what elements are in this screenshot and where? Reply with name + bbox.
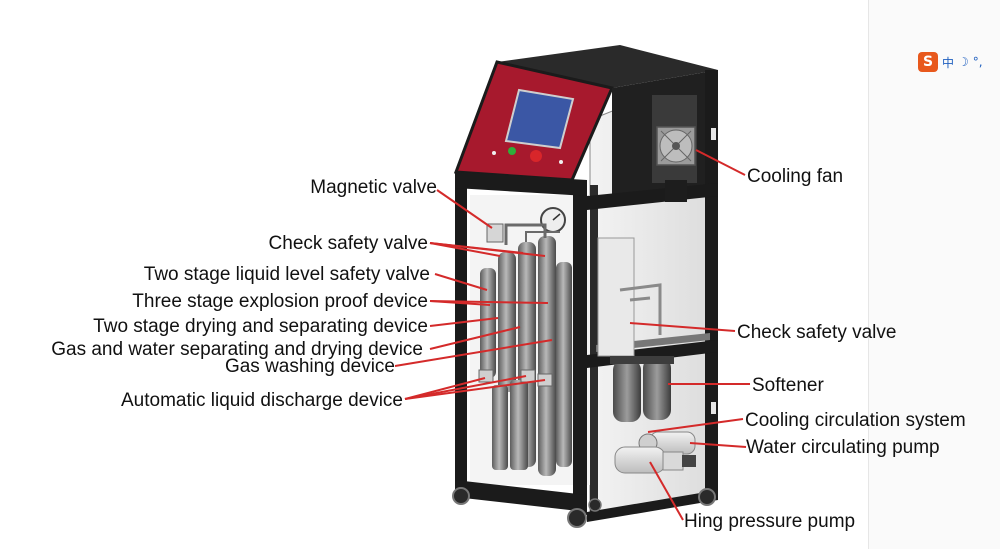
bottom-crossbar xyxy=(455,480,587,512)
label-two-stage-liquid-level-safety-valve: Two stage liquid level safety valve xyxy=(144,264,430,285)
caster-wheels xyxy=(452,487,716,528)
label-automatic-liquid-discharge-device: Automatic liquid discharge device xyxy=(121,390,403,411)
rear-left-post xyxy=(590,185,598,515)
check-valve-pipes xyxy=(619,283,662,335)
label-cooling-fan: Cooling fan xyxy=(747,166,843,187)
label-gas-and-water-separating-and-drying-device: Gas and water separating and drying devi… xyxy=(51,339,423,360)
label-three-stage-explosion-proof-device: Three stage explosion proof device xyxy=(132,291,428,312)
control-screen xyxy=(504,88,575,150)
front-left-post xyxy=(455,172,467,492)
label-gas-washing-device: Gas washing device xyxy=(225,356,395,377)
right-margin-strip xyxy=(868,0,1000,549)
ime-chinese-mode[interactable]: 中 xyxy=(942,55,955,70)
label-check-safety-valve-right: Check safety valve xyxy=(737,322,896,343)
side-crossbar-bottom xyxy=(587,490,718,522)
machine-body xyxy=(452,45,718,528)
side-vent-top xyxy=(711,128,716,140)
front-mid-post xyxy=(573,180,587,515)
ime-punctuation-toggle[interactable]: °, xyxy=(972,55,983,69)
side-vent-bottom xyxy=(711,402,716,414)
label-softener: Softener xyxy=(752,375,824,396)
start-button-green xyxy=(508,147,516,155)
right-labels: Cooling fan Check safety valve Softener … xyxy=(684,166,966,532)
water-tank xyxy=(597,237,635,357)
small-indicator-2 xyxy=(559,160,563,164)
label-cooling-circulation-system: Cooling circulation system xyxy=(745,410,966,431)
label-hing-pressure-pump: Hing pressure pump xyxy=(684,511,855,532)
left-labels: Magnetic valve Check safety valve Two st… xyxy=(51,177,437,411)
leader-lines xyxy=(394,149,750,521)
label-two-stage-drying-and-separating-device: Two stage drying and separating device xyxy=(93,316,428,337)
top-crossbar xyxy=(455,172,587,196)
cylinder-group xyxy=(478,223,572,476)
label-check-safety-valve-left: Check safety valve xyxy=(269,233,428,254)
small-indicator xyxy=(492,151,496,155)
ime-moon-icon[interactable]: ☽ xyxy=(958,55,969,69)
stop-button-red xyxy=(530,150,542,162)
ime-logo-icon[interactable]: S xyxy=(918,52,938,72)
roof xyxy=(497,45,718,88)
label-magnetic-valve: Magnetic valve xyxy=(310,177,437,198)
electrical-box xyxy=(665,180,687,202)
ime-toolbar[interactable]: S 中 ☽ °, xyxy=(918,51,983,73)
rear-right-post xyxy=(705,70,718,495)
label-water-circulating-pump: Water circulating pump xyxy=(746,437,940,458)
softener-tanks xyxy=(610,356,674,422)
cooling-fan-icon xyxy=(656,126,696,166)
